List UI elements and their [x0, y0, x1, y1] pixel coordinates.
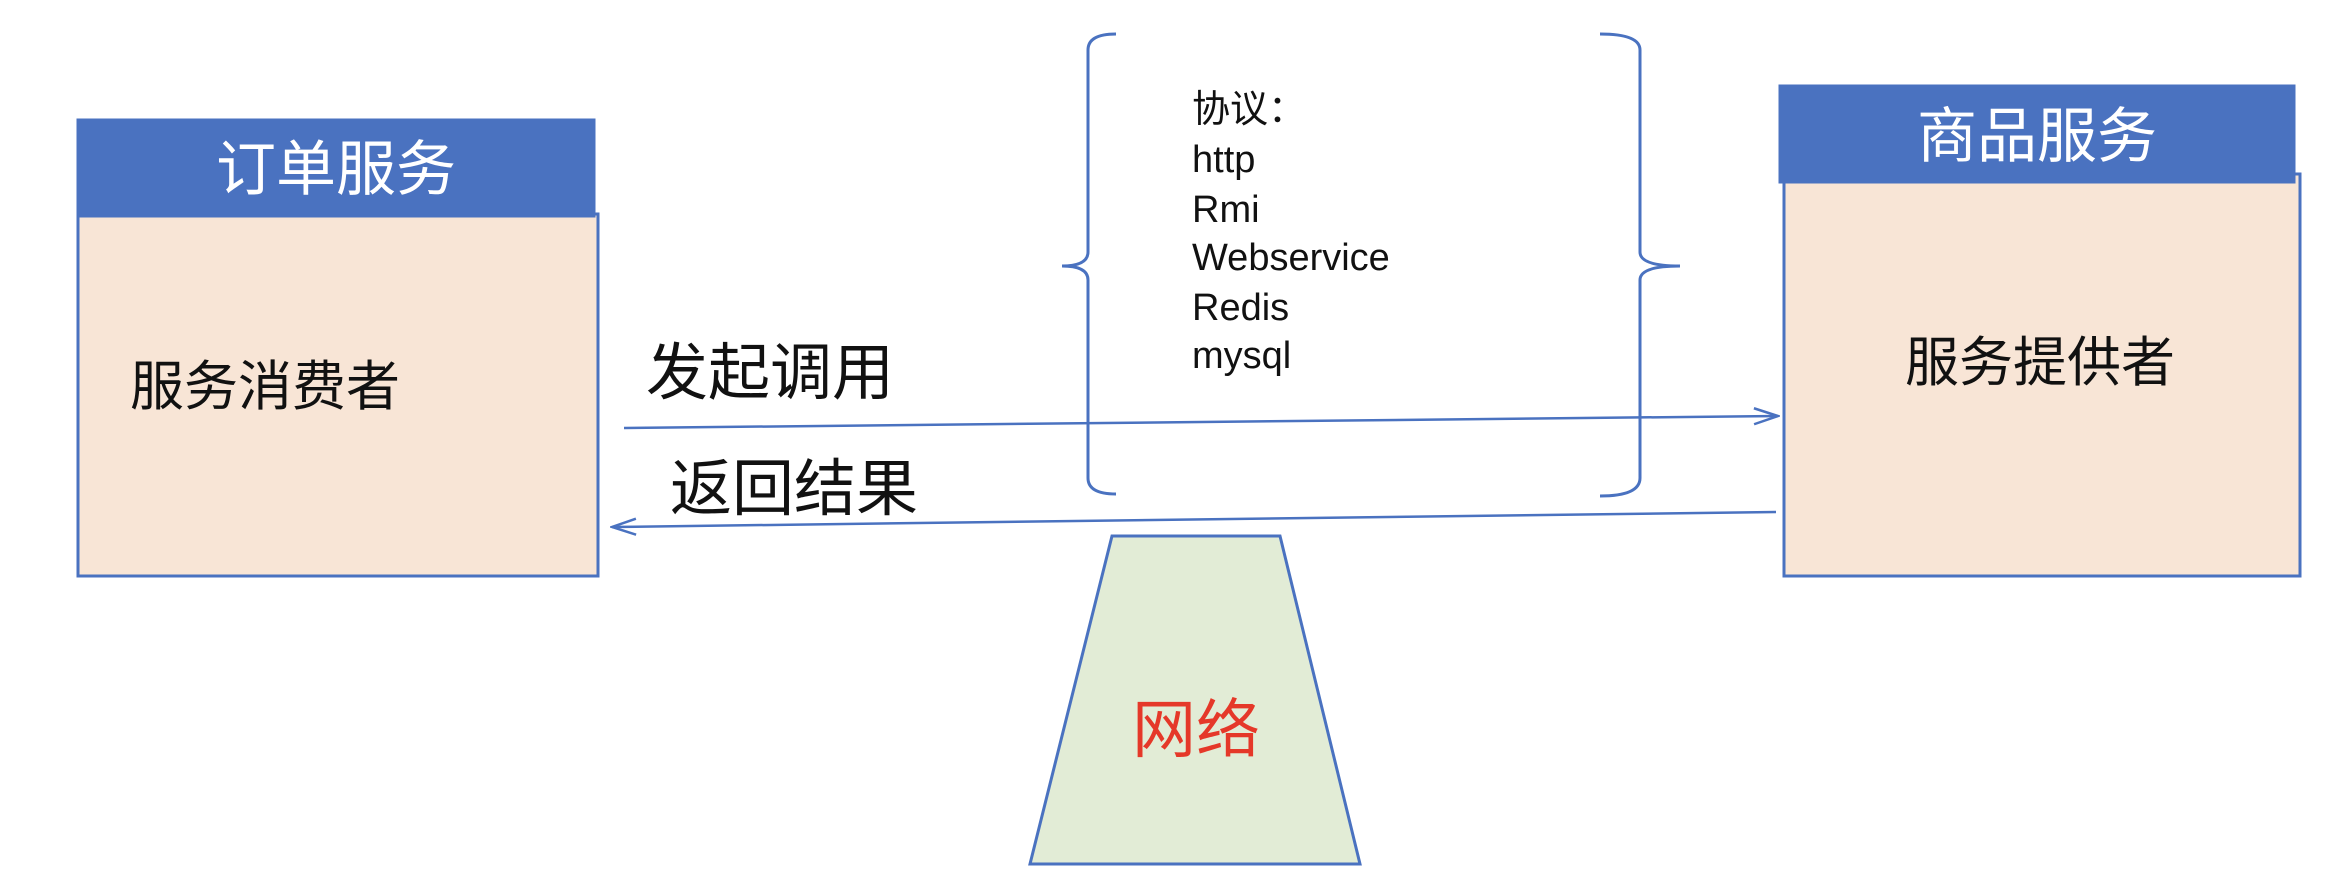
response-arrow-group: 返回结果 — [612, 452, 1777, 527]
consumer-service-box: 订单服务 服务消费者 — [76, 118, 600, 578]
request-arrow — [623, 416, 1778, 430]
protocol-item: http — [1192, 139, 1255, 181]
request-label: 发起调用 — [646, 336, 894, 409]
consumer-box-header — [76, 118, 596, 218]
request-arrow-group: 发起调用 — [623, 336, 1778, 430]
protocol-item: mysql — [1192, 335, 1291, 377]
protocol-heading: 协议： — [1192, 89, 1306, 131]
consumer-role: 服务消费者 — [130, 355, 400, 418]
provider-role: 服务提供者 — [1905, 331, 2175, 394]
protocol-item: Webservice — [1192, 237, 1390, 279]
response-arrow — [612, 510, 1777, 527]
network-block: 网络 — [1028, 534, 1362, 866]
consumer-title: 订单服务 — [216, 135, 456, 205]
response-label: 返回结果 — [670, 452, 918, 525]
protocol-bracket-group: 协议： http Rmi Webservice Redis mysql — [1061, 32, 1681, 498]
provider-service-box: 商品服务 服务提供者 — [1778, 84, 2302, 578]
provider-box-header — [1778, 84, 2296, 184]
network-trapezoid — [1028, 534, 1362, 866]
left-curly-brace — [1061, 32, 1117, 496]
right-curly-brace — [1599, 32, 1681, 498]
provider-title: 商品服务 — [1917, 102, 2157, 172]
network-label: 网络 — [1132, 694, 1260, 768]
protocol-item: Rmi — [1192, 189, 1260, 231]
protocol-item: Redis — [1192, 287, 1289, 329]
consumer-box-body — [76, 212, 600, 578]
